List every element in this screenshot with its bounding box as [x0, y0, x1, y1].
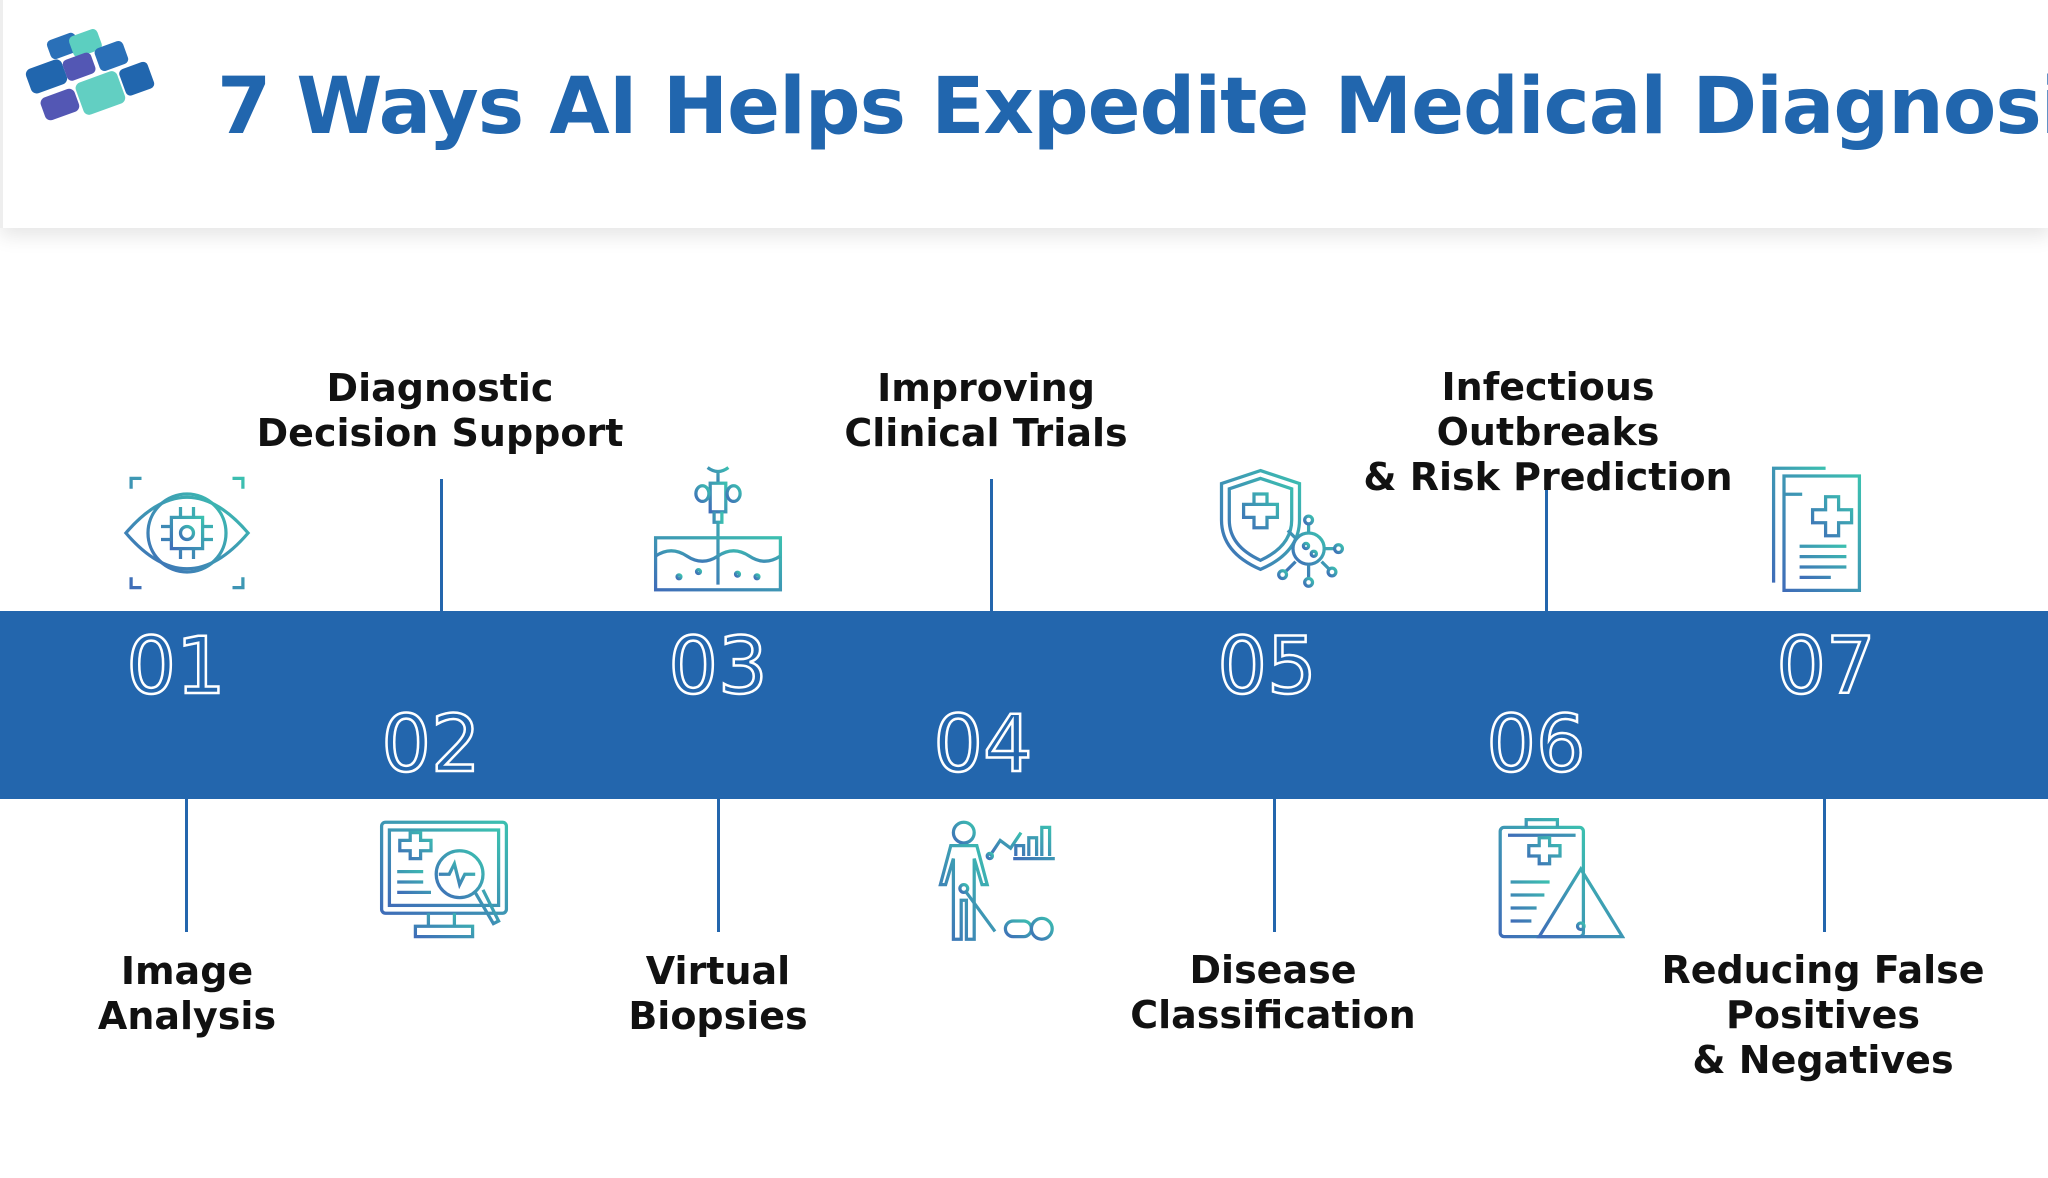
label-line: Disease [1189, 948, 1357, 992]
step-label: Diagnostic Decision Support [220, 366, 660, 456]
connector-line [1545, 479, 1548, 611]
connector-line [990, 479, 993, 611]
step-number: 01 [125, 622, 227, 712]
label-line: Improving [877, 366, 1095, 410]
page-title: 7 Ways AI Helps Expedite Medical Diagnos… [217, 62, 2048, 152]
header: 7 Ways AI Helps Expedite Medical Diagnos… [0, 0, 2048, 228]
connector-line [440, 479, 443, 611]
clipboard-warning-icon [1495, 817, 1626, 947]
label-line: Diagnostic [326, 366, 554, 410]
label-line: Virtual [645, 949, 791, 993]
timeline-band [0, 611, 2048, 799]
label-line: Analysis [97, 994, 277, 1038]
step-number: 07 [1775, 622, 1877, 712]
connector-line [1273, 799, 1276, 932]
shield-virus-icon [1215, 468, 1345, 598]
label-line: & Negatives [1692, 1038, 1954, 1082]
label-line: Classification [1130, 993, 1416, 1037]
connector-line [1823, 799, 1826, 932]
biopsy-needle-icon [653, 465, 783, 595]
label-line: Infectious Outbreaks [1436, 365, 1660, 454]
patient-chart-pills-icon [930, 817, 1060, 947]
label-line: Reducing False [1661, 948, 1985, 992]
label-line: Biopsies [628, 994, 808, 1038]
step-number: 02 [380, 700, 482, 790]
step-label: Infectious Outbreaks & Risk Prediction [1328, 365, 1768, 500]
label-line: Image [120, 949, 254, 993]
label-line: & Risk Prediction [1363, 455, 1733, 499]
label-line: Positives [1726, 993, 1920, 1037]
step-label: Virtual Biopsies [498, 949, 938, 1039]
eye-chip-icon [122, 468, 252, 598]
step-number: 05 [1216, 622, 1318, 712]
connector-line [717, 799, 720, 932]
step-label: Disease Classification [1053, 948, 1493, 1038]
label-line: Decision Support [256, 411, 624, 455]
step-number: 03 [667, 622, 769, 712]
step-number: 06 [1485, 700, 1587, 790]
connector-line [185, 799, 188, 932]
medical-document-icon [1758, 463, 1888, 593]
step-label: Image Analysis [0, 949, 407, 1039]
step-label: Improving Clinical Trials [766, 366, 1206, 456]
label-line: Clinical Trials [844, 411, 1128, 455]
step-number: 04 [932, 700, 1034, 790]
logo [19, 18, 164, 128]
step-label: Reducing False Positives & Negatives [1603, 948, 2043, 1083]
monitor-magnifier-icon [379, 817, 509, 947]
